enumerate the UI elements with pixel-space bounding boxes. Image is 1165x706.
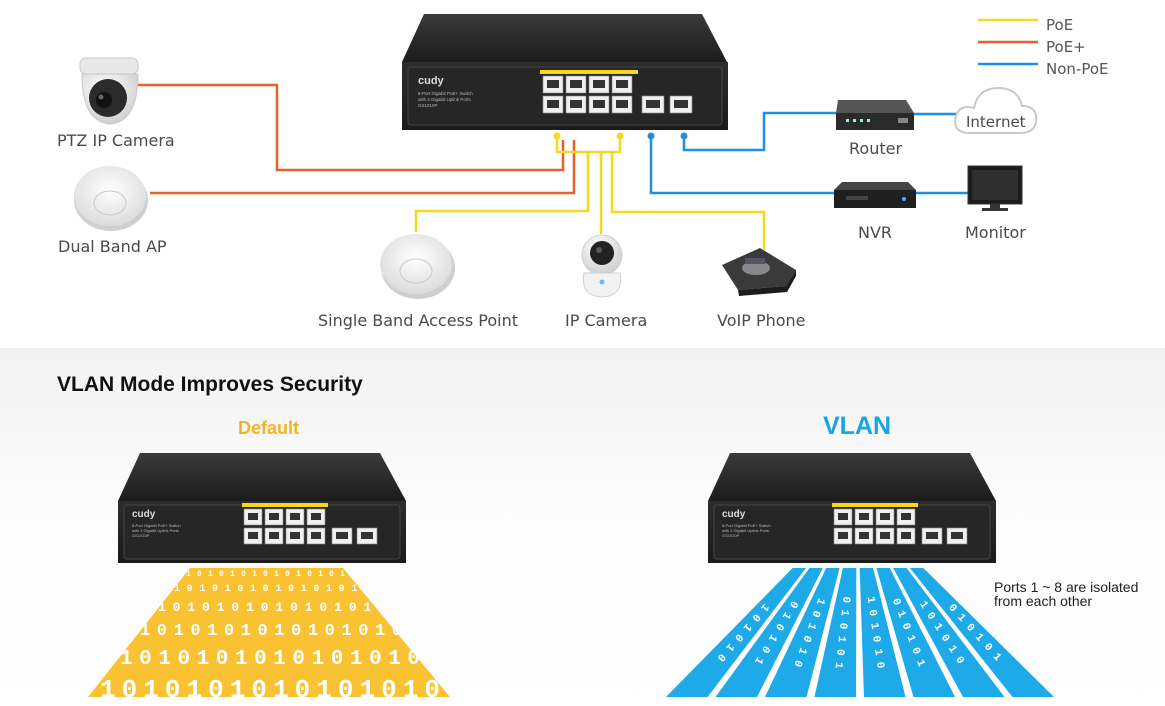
vlan-switch-desc-1: 8-Port Gigabit PoE+ Switch [722, 523, 771, 528]
dual-band-ap-icon [74, 166, 148, 231]
default-switch: cudy 8-Port Gigabit PoE+ Switch with 2 G… [118, 453, 406, 563]
switch-desc-2: with 2 Gigabit Uplink Ports [418, 97, 472, 102]
vlan-switch-model: GS1010P [722, 533, 740, 538]
port-dot [616, 132, 624, 140]
vlan-mode-label: VLAN [823, 412, 892, 440]
cable-voip-phone [610, 152, 766, 250]
vlan-lane [715, 568, 823, 697]
default-binary-row: 1 0 1 0 1 0 1 0 1 0 1 0 1 0 1 0 [100, 675, 440, 705]
port-dot [680, 132, 688, 140]
router-icon [836, 100, 914, 130]
switch-brand: cudy [418, 75, 445, 87]
default-switch-desc-2: with 2 Gigabit Uplink Ports [132, 528, 179, 533]
default-mode-label: Default [238, 418, 300, 438]
vlan-lane [909, 568, 1055, 697]
vlan-switch-desc-2: with 2 Gigabit Uplink Ports [722, 528, 769, 533]
nvr-label: NVR [858, 223, 893, 242]
port-dot [553, 132, 561, 140]
ip-camera-label: IP Camera [565, 311, 648, 330]
cable-poe-bus [555, 137, 622, 154]
router-label: Router [849, 139, 903, 158]
voip-phone-label: VoIP Phone [717, 311, 806, 330]
voip-phone-icon [722, 248, 796, 296]
cable-nvr [649, 137, 836, 195]
monitor-label: Monitor [965, 223, 1026, 242]
default-switch-model: GS1010P [132, 533, 150, 538]
main-switch: cudy 8-Port Gigabit PoE+ Switch with 2 G… [402, 14, 728, 130]
vlan-lane [876, 568, 956, 697]
default-binary-row: 1 0 1 0 1 0 1 0 1 0 1 0 1 0 1 0 [174, 584, 370, 595]
monitor-icon [967, 165, 1023, 211]
vlan-lane [814, 568, 857, 697]
single-band-ap-label: Single Band Access Point [318, 311, 519, 330]
cable-ptz-camera [137, 83, 565, 172]
default-switch-brand: cudy [132, 509, 156, 520]
ptz-camera-label: PTZ IP Camera [57, 131, 175, 150]
vlan-lane [665, 568, 807, 697]
nvr-icon [834, 182, 916, 208]
default-binary-row: 1 0 1 0 1 0 1 0 1 0 1 0 1 0 1 0 [120, 648, 420, 671]
single-band-ap-icon [380, 234, 455, 299]
isolation-note: Ports 1 ~ 8 are isolated from each other [994, 579, 1139, 609]
vlan-switch-brand: cudy [722, 509, 746, 520]
ip-camera-icon [581, 234, 623, 298]
switch-model: GS1010P [418, 103, 438, 108]
vlan-section-title: VLAN Mode Improves Security [57, 373, 363, 396]
dual-band-ap-label: Dual Band AP [58, 237, 167, 256]
cable-router [682, 111, 836, 152]
vlan-lane [893, 568, 1005, 697]
port-dot [647, 132, 655, 140]
default-binary-row: 1 0 1 0 1 0 1 0 1 0 1 0 1 0 1 0 [140, 622, 402, 641]
default-binary-row: 1 0 1 0 1 0 1 0 1 0 1 0 1 0 1 0 [186, 570, 356, 579]
legend-non-poe-label: Non-PoE [1046, 60, 1109, 78]
vlan-switch: cudy 8-Port Gigabit PoE+ Switch with 2 G… [708, 453, 996, 563]
ptz-camera-icon [79, 57, 139, 125]
cable-dual-band-ap [150, 140, 576, 195]
cable-single-band-ap [414, 152, 590, 232]
default-data-plane: 1 0 1 0 1 0 1 0 1 0 1 0 1 0 1 0 1 0 1 0 … [88, 568, 450, 705]
default-binary-row: 1 0 1 0 1 0 1 0 1 0 1 0 1 0 1 0 [158, 600, 386, 615]
internet-label: Internet [966, 113, 1026, 131]
legend-poe-plus-label: PoE+ [1046, 38, 1086, 56]
vlan-lane [859, 568, 906, 697]
internet-cloud-icon [954, 86, 1038, 134]
default-switch-desc-1: 8-Port Gigabit PoE+ Switch [132, 523, 181, 528]
vlan-lane [764, 568, 840, 697]
legend-poe-label: PoE [1046, 16, 1074, 34]
switch-desc-1: 8-Port Gigabit PoE+ Switch [418, 91, 473, 96]
